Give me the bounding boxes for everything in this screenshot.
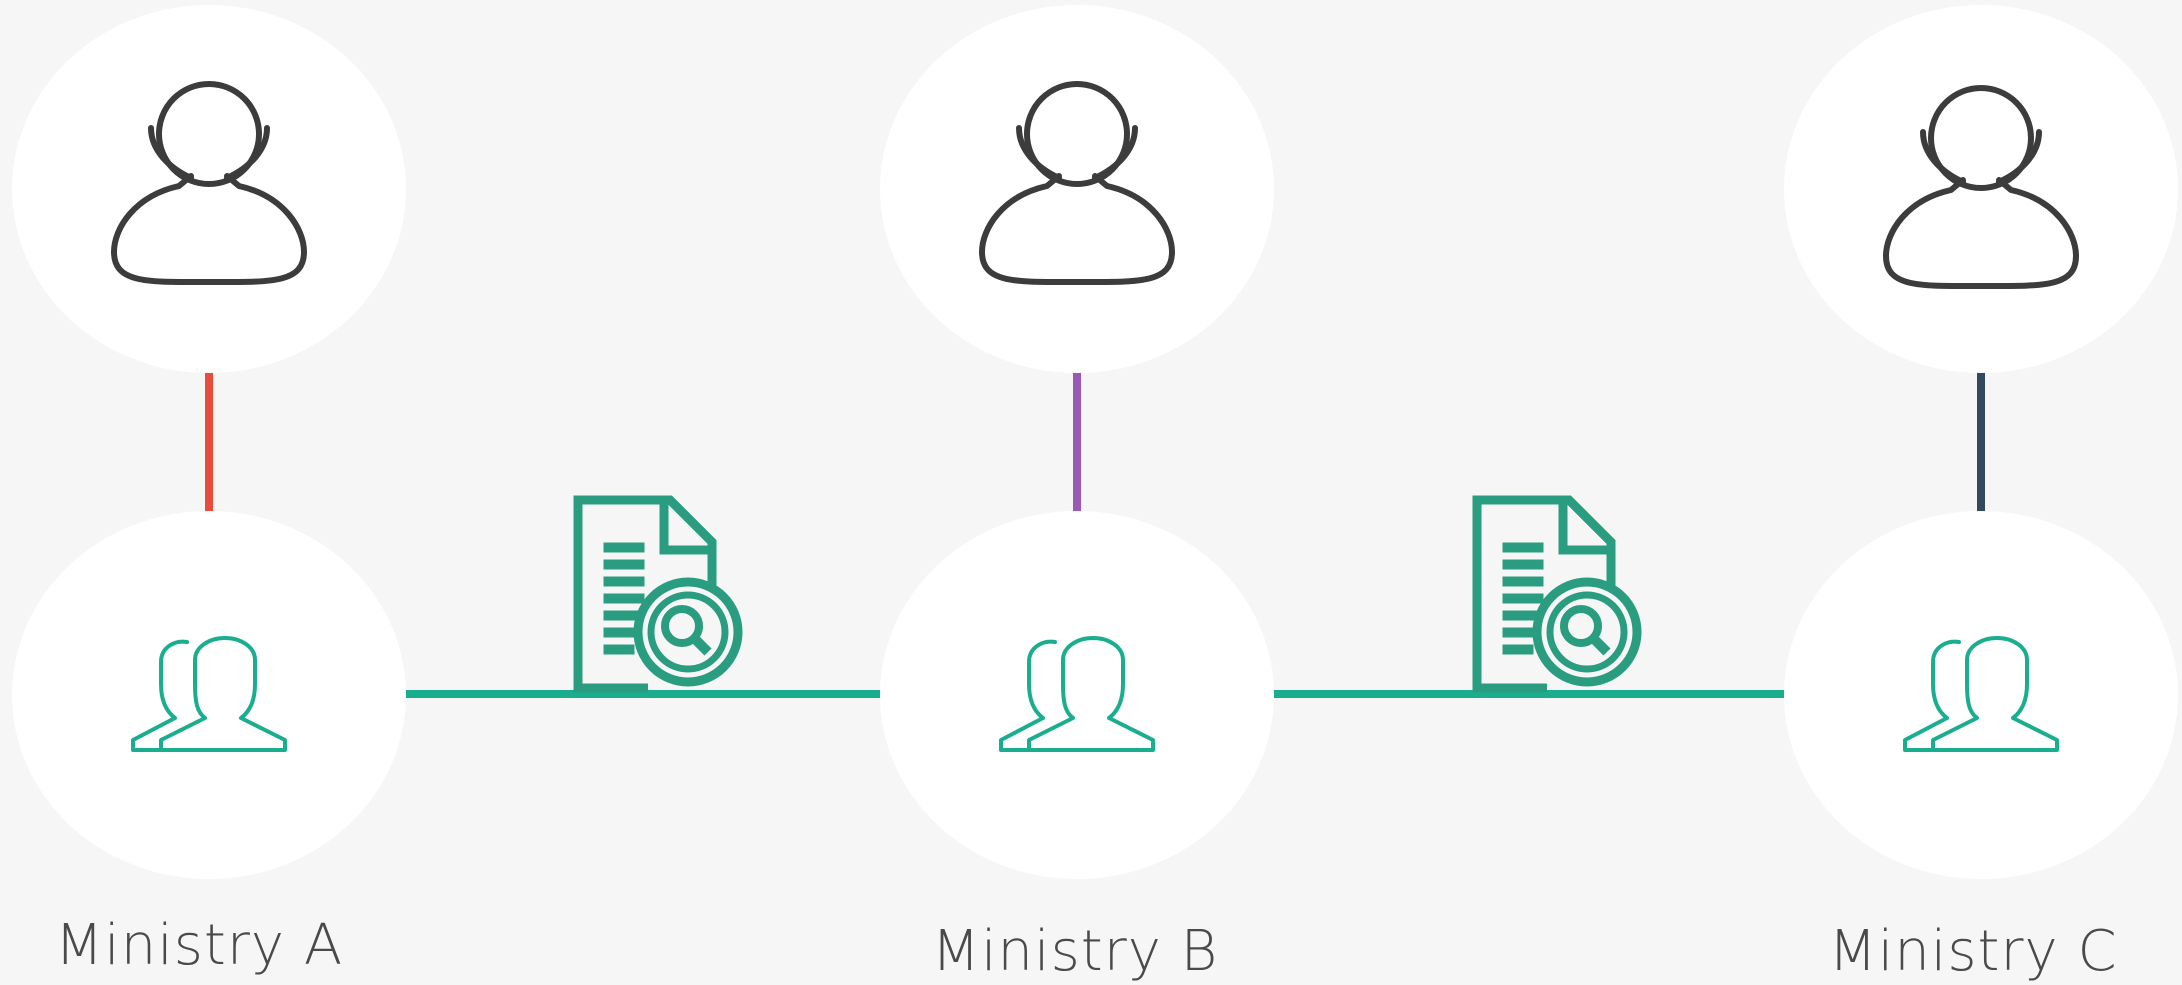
ministry-c-label: Ministry C xyxy=(1828,919,2118,984)
ministry-a-label: Ministry A xyxy=(54,913,344,978)
ministry-c-node xyxy=(1784,511,2178,879)
ministry-a-node xyxy=(12,511,406,879)
ministry-a-person-node xyxy=(12,5,406,373)
ministry-b-person-node xyxy=(880,5,1274,373)
document-search-icon xyxy=(1477,500,1637,688)
ministry-b-label: Ministry B xyxy=(931,919,1219,984)
ministry-c-person-node xyxy=(1784,5,2178,373)
document-search-icon xyxy=(578,500,738,688)
ministry-b-node xyxy=(880,511,1274,879)
